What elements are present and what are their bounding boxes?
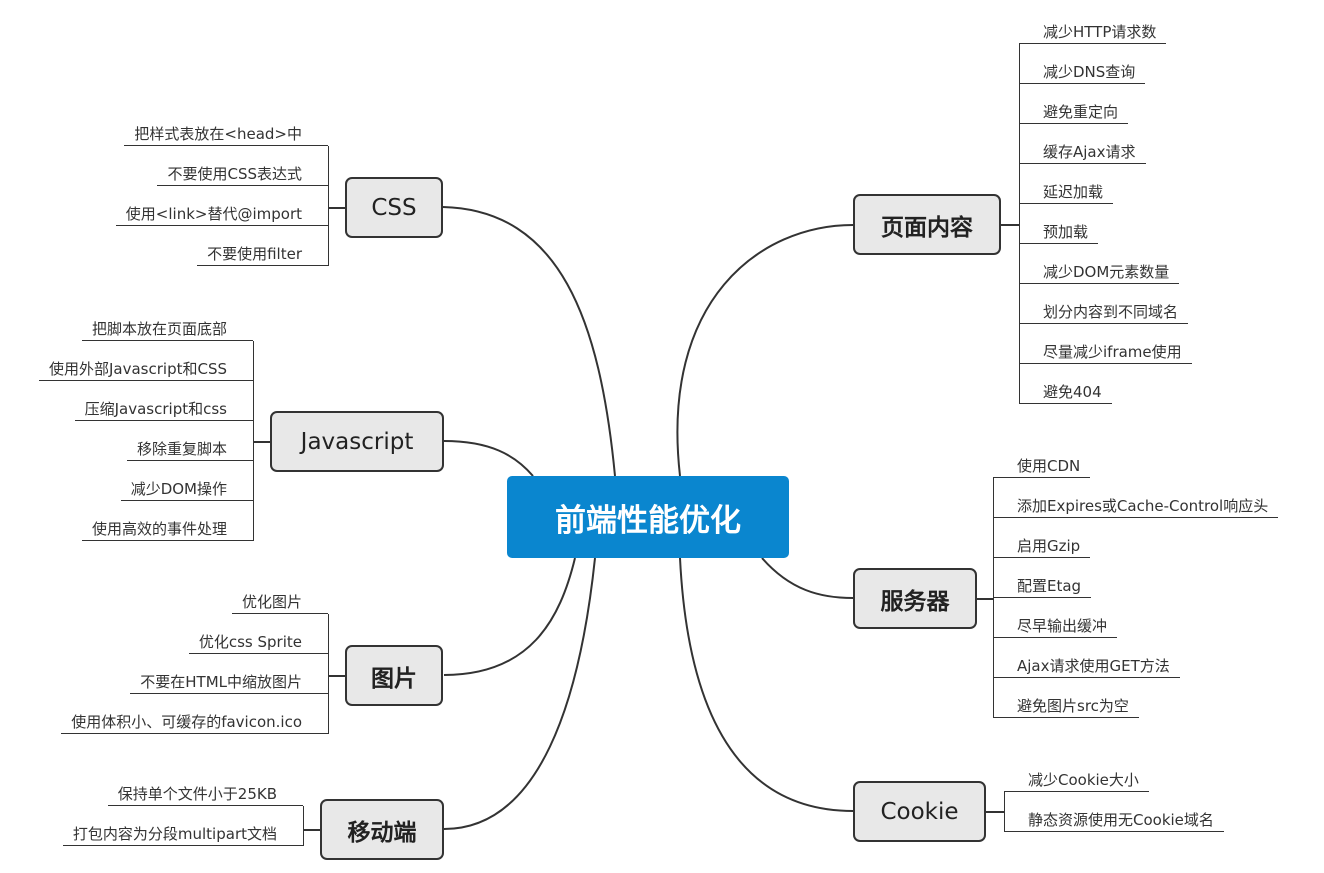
leaf-item[interactable]: 把样式表放在<head>中 — [124, 124, 328, 146]
link-css — [442, 206, 616, 477]
branch-page[interactable]: 页面内容 — [853, 194, 1001, 255]
leaf-item[interactable]: 预加载 — [1019, 222, 1099, 244]
leaf-item[interactable]: 把脚本放在页面底部 — [81, 319, 253, 341]
leaf-item[interactable]: 划分内容到不同域名 — [1019, 302, 1189, 324]
branch-css[interactable]: CSS — [345, 177, 443, 238]
leaf-item[interactable]: 压缩Javascript和css — [74, 399, 253, 421]
leaf-item[interactable]: 打包内容为分段multipart文档 — [62, 824, 303, 846]
link-mobile — [443, 557, 596, 830]
leaf-item[interactable]: 避免重定向 — [1019, 102, 1129, 124]
leaf-item[interactable]: 保持单个文件小于25KB — [107, 784, 303, 806]
leaf-item[interactable]: 启用Gzip — [993, 536, 1091, 558]
leaf-item[interactable]: 减少DNS查询 — [1019, 62, 1146, 84]
leaf-item[interactable]: 缓存Ajax请求 — [1019, 142, 1146, 164]
leaf-item[interactable]: Ajax请求使用GET方法 — [993, 656, 1180, 678]
leaf-item[interactable]: 使用CDN — [993, 456, 1091, 478]
bracket-line — [328, 614, 329, 734]
central-topic[interactable]: 前端性能优化 — [507, 476, 789, 558]
leaf-item[interactable]: 移除重复脚本 — [126, 439, 253, 461]
bracket-line — [1004, 792, 1005, 832]
bracket-stub — [253, 440, 270, 443]
bracket-line — [993, 478, 994, 718]
leaf-item[interactable]: 减少HTTP请求数 — [1019, 22, 1167, 44]
bracket-line — [328, 146, 329, 266]
leaf-item[interactable]: 不要在HTML中缩放图片 — [130, 672, 328, 694]
branch-cookie[interactable]: Cookie — [853, 781, 986, 842]
branch-js[interactable]: Javascript — [270, 411, 444, 472]
bracket-stub — [328, 206, 345, 209]
leaf-item[interactable]: 减少DOM元素数量 — [1019, 262, 1180, 284]
leaf-item[interactable]: 使用<link>替代@import — [115, 204, 328, 226]
link-server — [761, 557, 854, 599]
leaf-item[interactable]: 配置Etag — [993, 576, 1092, 598]
leaf-item[interactable]: 尽量减少iframe使用 — [1019, 342, 1192, 364]
leaf-item[interactable]: 减少DOM操作 — [120, 479, 253, 501]
leaf-item[interactable]: 不要使用CSS表达式 — [157, 164, 328, 186]
bracket-stub — [977, 597, 993, 600]
leaf-item[interactable]: 优化css Sprite — [188, 632, 328, 654]
branch-server[interactable]: 服务器 — [853, 568, 977, 629]
leaf-item[interactable]: 使用高效的事件处理 — [81, 519, 253, 541]
leaf-item[interactable]: 静态资源使用无Cookie域名 — [1004, 810, 1224, 832]
link-cookie — [679, 557, 854, 812]
branch-mobile[interactable]: 移动端 — [320, 799, 444, 860]
bracket-stub — [303, 828, 320, 831]
bracket-stub — [986, 810, 1004, 813]
bracket-line — [1019, 44, 1020, 404]
leaf-item[interactable]: 不要使用filter — [197, 244, 328, 266]
link-img — [443, 557, 576, 676]
leaf-item[interactable]: 使用外部Javascript和CSS — [38, 359, 253, 381]
leaf-item[interactable]: 优化图片 — [231, 592, 328, 614]
leaf-item[interactable]: 尽早输出缓冲 — [993, 616, 1118, 638]
leaf-item[interactable]: 避免404 — [1019, 382, 1112, 404]
leaf-item[interactable]: 添加Expires或Cache-Control响应头 — [993, 496, 1279, 518]
bracket-stub — [1001, 223, 1019, 226]
link-js — [443, 440, 534, 477]
link-page — [676, 224, 854, 477]
leaf-item[interactable]: 避免图片src为空 — [993, 696, 1139, 718]
branch-img[interactable]: 图片 — [345, 645, 443, 706]
bracket-line — [303, 806, 304, 846]
leaf-item[interactable]: 减少Cookie大小 — [1004, 770, 1149, 792]
leaf-item[interactable]: 延迟加载 — [1019, 182, 1114, 204]
leaf-item[interactable]: 使用体积小、可缓存的favicon.ico — [61, 712, 328, 734]
bracket-stub — [328, 674, 345, 677]
